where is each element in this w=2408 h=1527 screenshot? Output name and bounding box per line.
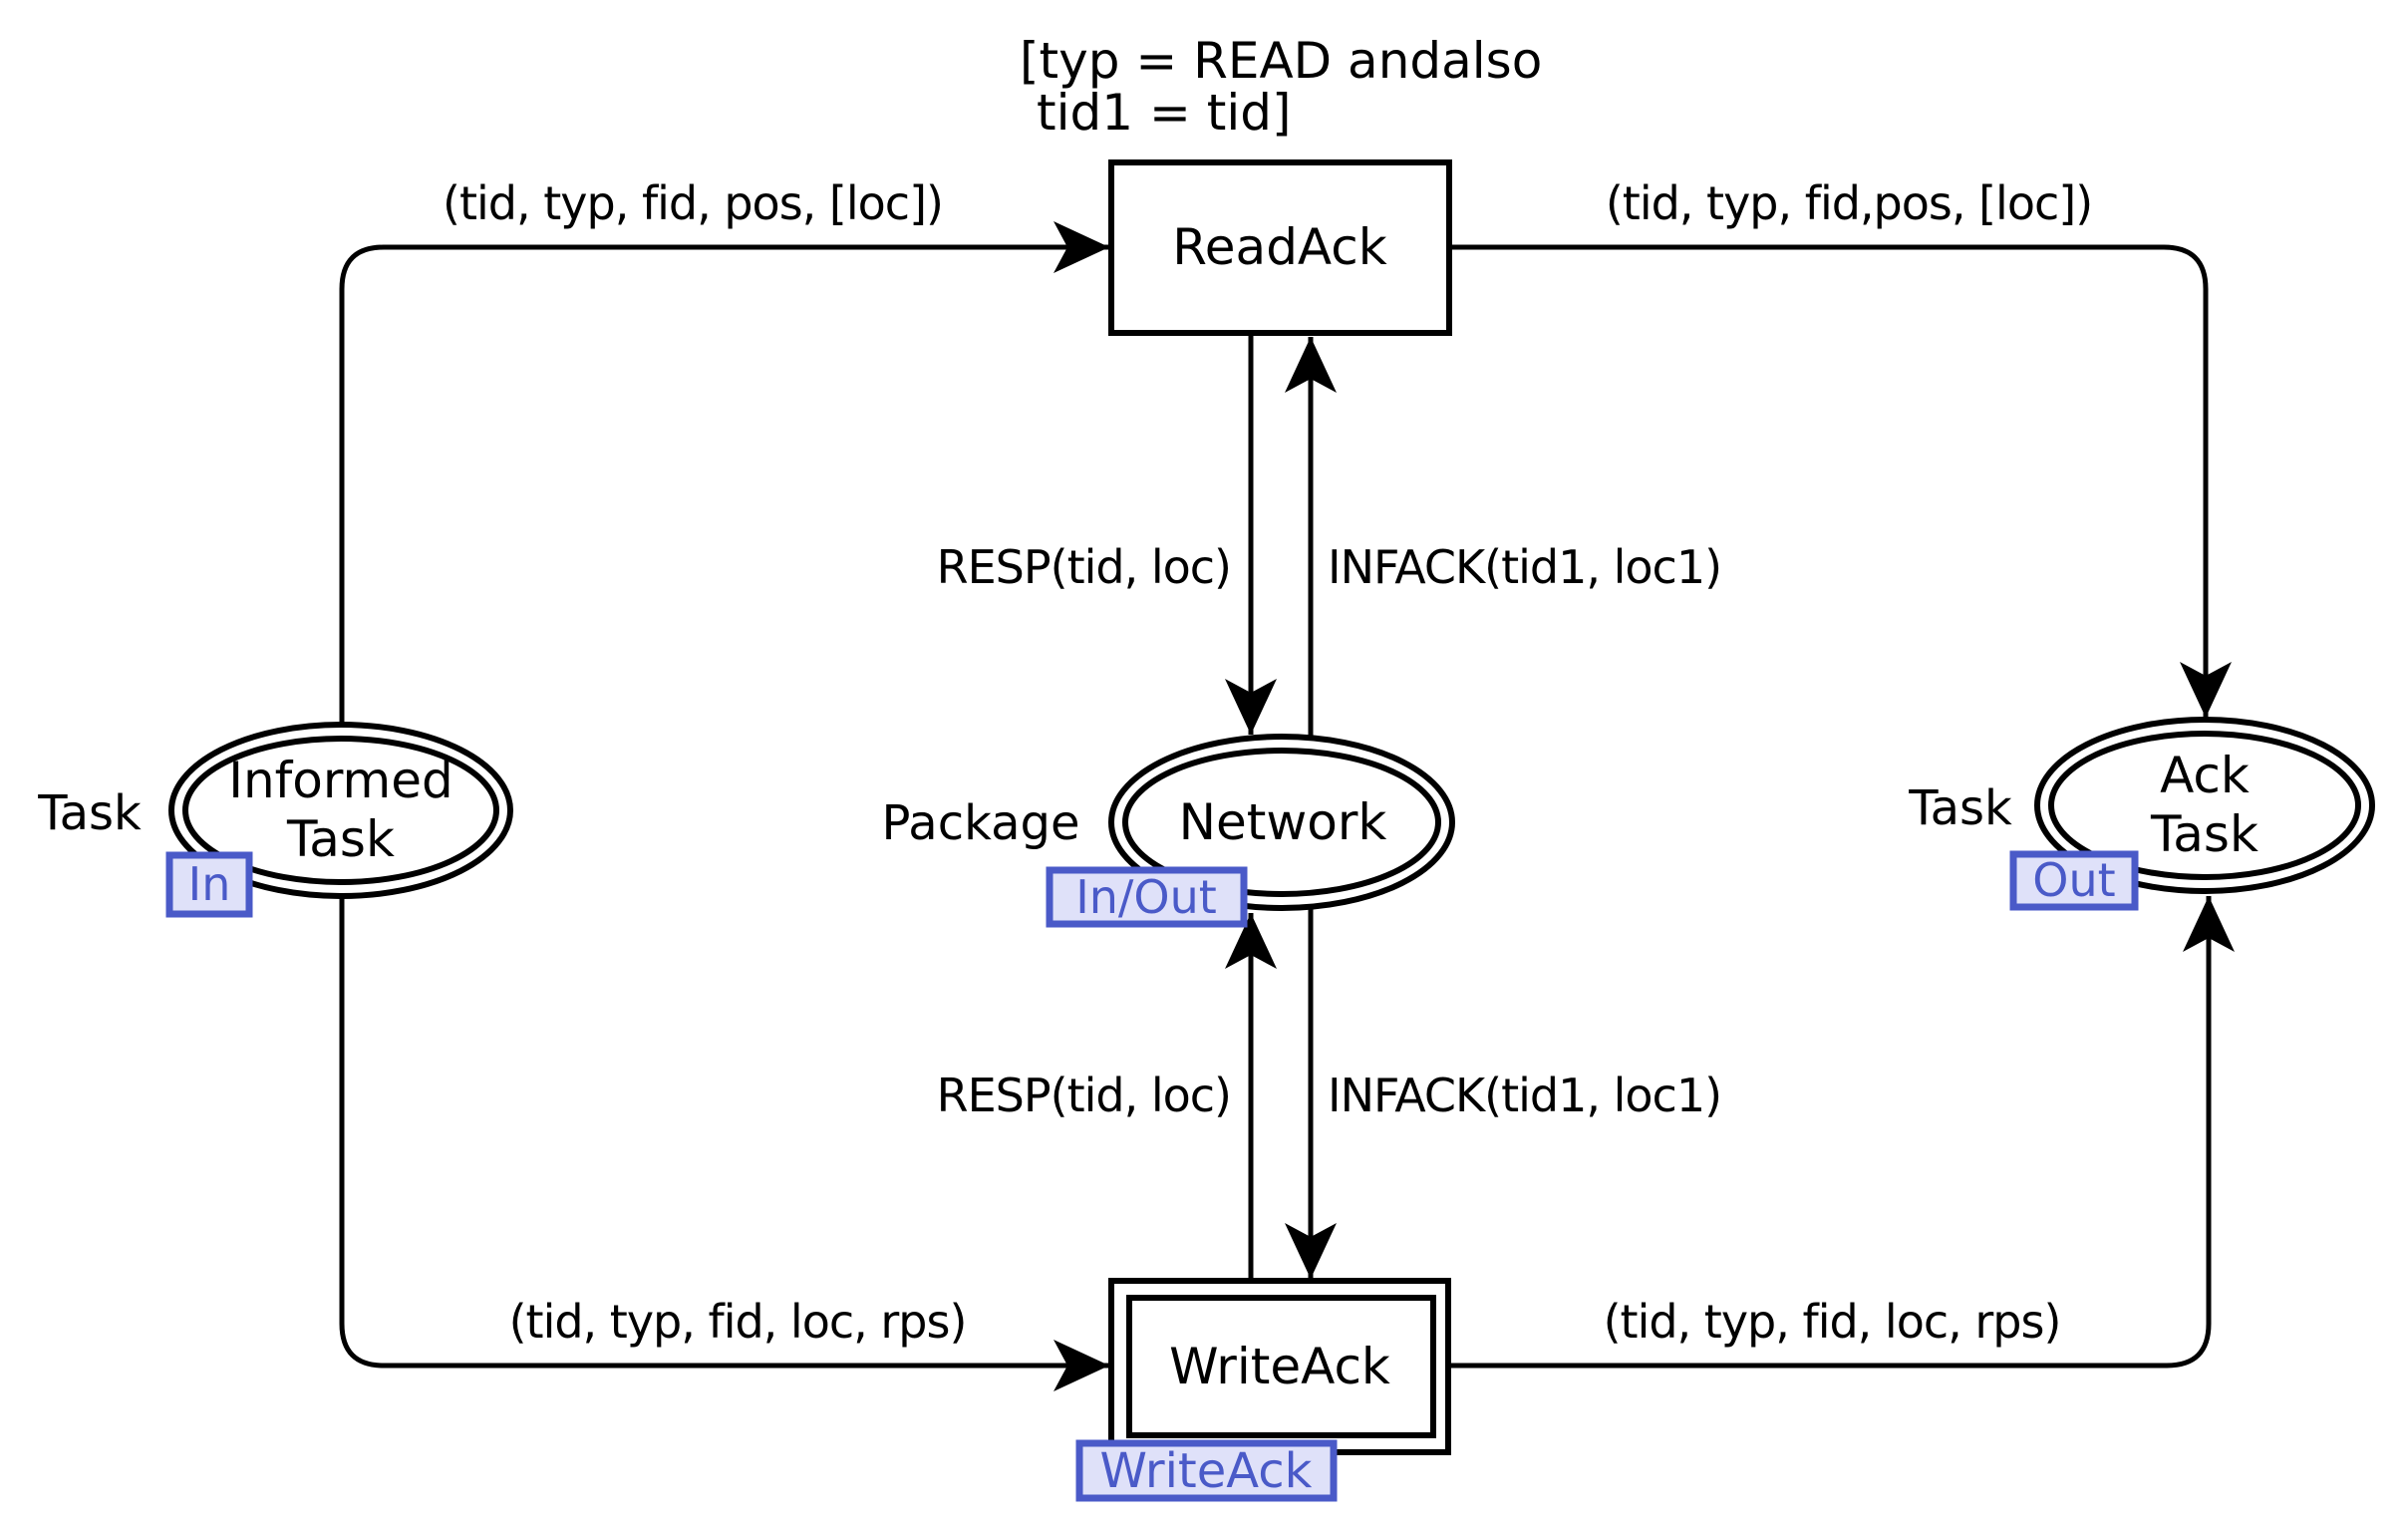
place-ack-task-label-line2: Task [2150,805,2258,863]
arc-inscription-informed-to-writeack: (tid, typ, fid, loc, rps) [509,1295,967,1349]
port-tag-inout-label: In/Out [1075,870,1217,924]
arc-writeack-to-ack-task [1448,896,2235,1369]
port-tag-in-box [165,851,253,918]
arc-inscription-infack-upper: INFACK(tid1, loc1) [1328,540,1721,594]
port-tag-in-label: In [188,857,231,911]
arc-inscription-resp-upper: RESP(tid, loc) [937,540,1231,594]
place-network-colorset: Package [882,795,1080,851]
transition-readack-label: ReadAck [1172,218,1386,276]
place-ack-task-label-line1: Ack [2160,747,2250,804]
guard-readack: [typ = READ andalso tid1 = tid] [1020,32,1542,142]
transition-writeack-outer-box [1108,1278,1451,1455]
arc-inscription-infack-lower: INFACK(tid1, loc1) [1328,1069,1721,1122]
place-informed-task-inner-ellipse [182,736,499,885]
arc-inscription-resp-lower: RESP(tid, loc) [937,1069,1231,1122]
subpage-tag-writeack-box [1075,1439,1338,1502]
place-ack-task-outer-ellipse [2034,717,2375,894]
guard-line-1: [typ = READ andalso [1020,32,1542,90]
port-tag-out-box [2009,850,2139,911]
transition-writeack: WriteAck WriteAck [1075,1278,1451,1502]
port-tag-inout-box [1046,866,1248,928]
place-network-inner-ellipse [1122,748,1441,897]
place-ack-task-colorset: Task [1908,780,2012,836]
port-tag-in: In [165,851,253,918]
place-informed-task-colorset: Task [37,785,142,841]
transition-writeack-inner-box [1126,1295,1436,1438]
arc-inscription-informed-to-readack: (tid, typ, fid, pos, [loc]) [443,176,943,230]
place-network: Network Package In/Out [882,734,1455,928]
transition-writeack-label: WriteAck [1169,1338,1390,1395]
arc-readack-to-ack-task [1449,244,2232,718]
arc-informed-task-to-writeack [339,895,1109,1391]
place-ack-task-inner-ellipse [2048,731,2361,880]
place-informed-task: Informed Task Task In [37,722,513,918]
place-informed-task-label-line1: Informed [228,752,453,809]
port-tag-out: Out [2009,850,2139,911]
place-network-outer-ellipse [1108,734,1455,911]
arc-informed-task-to-readack [339,221,1109,725]
place-informed-task-outer-ellipse [168,722,513,899]
guard-line-2: tid1 = tid] [1037,84,1291,142]
transition-readack-box [1108,159,1452,336]
place-network-label: Network [1179,793,1387,851]
port-tag-inout: In/Out [1046,866,1248,928]
place-informed-task-label-line2: Task [286,810,395,868]
transition-readack: ReadAck [1108,159,1452,336]
place-ack-task: Ack Task Task Out [1908,717,2375,911]
arc-inscription-readack-to-acktask: (tid, typ, fid,pos, [loc]) [1606,176,2092,230]
subpage-tag-writeack: WriteAck [1075,1439,1338,1502]
subpage-tag-writeack-label: WriteAck [1100,1443,1313,1499]
arc-inscription-writeack-to-acktask: (tid, typ, fid, loc, rps) [1604,1295,2061,1349]
port-tag-out-label: Out [2032,853,2115,907]
